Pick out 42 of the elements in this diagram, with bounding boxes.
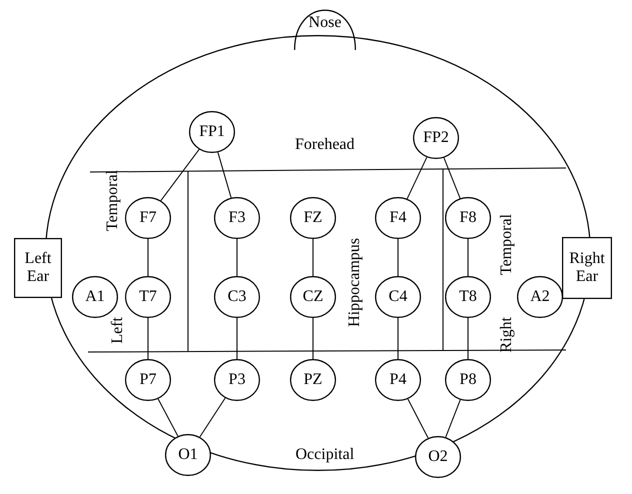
connector-line — [158, 398, 178, 437]
connector-line — [160, 148, 200, 202]
connector-line — [312, 318, 314, 360]
electrode-circle: F8 — [445, 197, 491, 239]
connector-line — [407, 398, 429, 438]
electrode-circle: P7 — [125, 359, 171, 401]
electrode-circle: FP2 — [413, 117, 459, 159]
region-label: Temporal — [498, 214, 516, 275]
connector-line — [217, 152, 232, 198]
connector-line — [236, 318, 238, 360]
connector-line — [312, 238, 314, 276]
connector-line — [199, 398, 226, 438]
electrode-circle: A1 — [72, 276, 118, 318]
electrode-circle: CZ — [290, 276, 336, 318]
connector-line — [443, 157, 461, 199]
area-label: Forehead — [295, 136, 355, 154]
electrode-circle: F7 — [125, 197, 171, 239]
electrode-circle: O1 — [165, 434, 211, 476]
region-label: Right — [498, 317, 516, 353]
region-label: Left — [109, 316, 127, 344]
electrode-circle: T7 — [125, 276, 171, 318]
electrode-circle: C3 — [214, 276, 260, 318]
region-label: Hippocampus — [346, 238, 364, 326]
electrode-circle: O2 — [415, 436, 461, 478]
electrode-circle: C4 — [375, 276, 421, 318]
ear-box: Left Ear — [14, 238, 62, 298]
connector-line — [236, 238, 238, 276]
connector-line — [406, 156, 428, 200]
electrode-circle: PZ — [290, 359, 336, 401]
electrode-circle: P4 — [375, 359, 421, 401]
electrode-circle: F3 — [214, 197, 260, 239]
electrode-circle: P3 — [214, 359, 260, 401]
region-label: Temporal — [104, 170, 122, 231]
electrode-circle: FP1 — [189, 111, 235, 153]
electrode-circle: F4 — [375, 197, 421, 239]
electrode-circle: FZ — [290, 197, 336, 239]
electrode-circle: P8 — [445, 359, 491, 401]
electrode-circle: A2 — [517, 276, 563, 318]
ear-box: Right Ear — [562, 237, 612, 299]
connector-line — [445, 399, 461, 438]
electrode-circle: T8 — [445, 276, 491, 318]
area-label: Occipital — [296, 446, 354, 464]
